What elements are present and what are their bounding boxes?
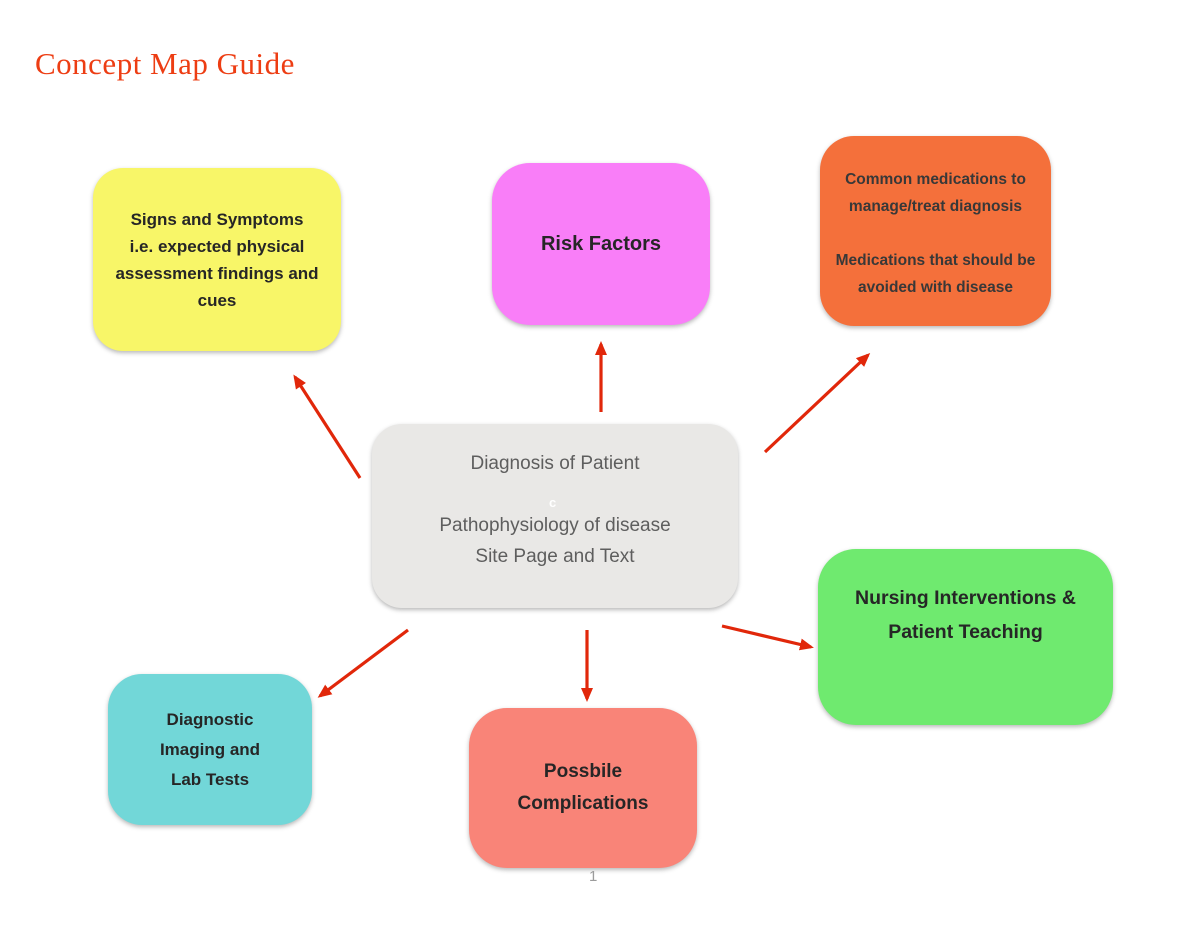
arrow-center-to-diagnostic-imaging [317, 628, 409, 698]
page-title: Concept Map Guide [35, 46, 295, 81]
node-label: Diagnosis of Patient Pathophysiology of … [439, 453, 671, 567]
node-common-medications: Common medications to manage/treat diagn… [820, 136, 1051, 326]
node-label: Common medications to manage/treat diagn… [835, 171, 1036, 296]
node-label: Nursing Interventions & Patient Teaching [854, 587, 1077, 643]
node-risk-factors: Risk Factors [492, 163, 710, 325]
page-number: 1 [589, 868, 598, 885]
node-label: Possbile Complications [517, 761, 649, 814]
node-label: Signs and Symptoms i.e. expected physica… [115, 209, 319, 310]
arrow-center-to-medications [763, 352, 871, 454]
arrow-center-to-nursing-interventions [721, 624, 814, 651]
node-diagnostic-imaging: Diagnostic Imaging and Lab Tests [108, 674, 312, 825]
node-label: Diagnostic Imaging and Lab Tests [159, 709, 261, 789]
node-possible-complications: Possbile Complications [469, 708, 697, 868]
node-diagnosis-of-patient: Diagnosis of Patient Pathophysiology of … [372, 424, 738, 608]
node-label: Risk Factors [540, 233, 662, 255]
node-nursing-interventions: Nursing Interventions & Patient Teaching [818, 549, 1113, 725]
arrow-center-to-signs-symptoms [293, 374, 362, 479]
node-signs-and-symptoms: Signs and Symptoms i.e. expected physica… [93, 168, 341, 351]
stray-white-character-overlay: c [549, 495, 557, 510]
